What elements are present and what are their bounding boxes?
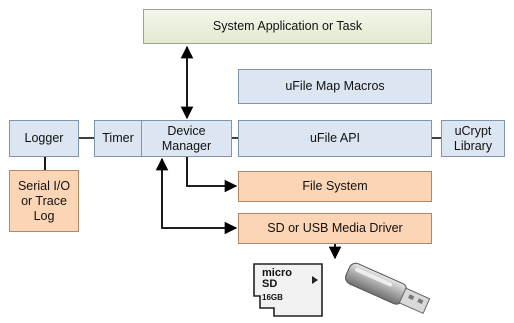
media-driver-label: SD or USB Media Driver — [267, 221, 403, 235]
serial-io-label: Serial I/O or Trace Log — [17, 178, 71, 223]
device-manager-label: Device Manager — [161, 123, 212, 153]
arrow-device-manager-to-media-driver — [155, 157, 238, 235]
timer-label: Timer — [95, 121, 142, 156]
logger-label: Logger — [24, 131, 64, 145]
file-system-label: File System — [302, 179, 368, 193]
ufile-map-macros-label: uFile Map Macros — [285, 79, 385, 93]
ufile-api-label: uFile API — [309, 131, 361, 145]
logger-box: Logger — [9, 120, 79, 157]
ufile-api-box: uFile API — [238, 120, 432, 157]
arrow-device-manager-to-file-system — [186, 157, 238, 193]
microsd-card-shape — [253, 263, 323, 317]
usb-drive-shape — [345, 262, 431, 315]
ucrypt-library-label: uCrypt Library — [453, 123, 493, 153]
usb-flash-drive-icon — [338, 260, 438, 318]
system-application-box: System Application or Task — [143, 9, 432, 44]
ucrypt-library-box: uCrypt Library — [441, 120, 505, 157]
ufile-map-macros-box: uFile Map Macros — [238, 69, 432, 104]
system-application-label: System Application or Task — [212, 19, 363, 33]
microsd-capacity-text: 16GB — [262, 293, 283, 302]
microsd-card-icon: micro SD 16GB — [252, 262, 324, 318]
file-system-box: File System — [238, 171, 432, 202]
serial-io-box: Serial I/O or Trace Log — [9, 170, 79, 232]
microsd-brand-text: micro SD — [262, 267, 292, 290]
media-driver-box: SD or USB Media Driver — [238, 213, 432, 244]
timer-device-manager-box: Timer Device Manager — [94, 120, 232, 157]
